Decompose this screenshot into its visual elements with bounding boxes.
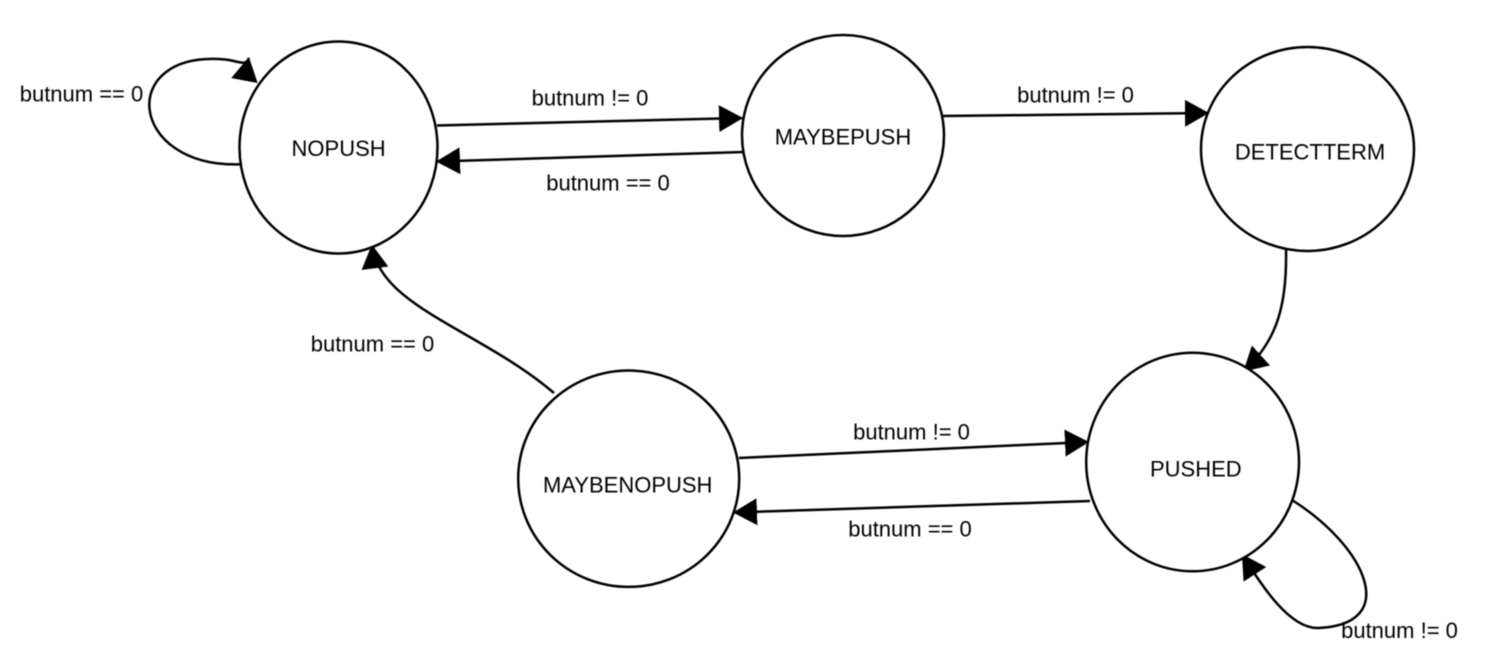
svg-text:MAYBEPUSH: MAYBEPUSH [775,124,912,149]
svg-text:DETECTTERM: DETECTTERM [1235,139,1385,164]
svg-text:butnum == 0: butnum == 0 [546,171,670,196]
svg-text:PUSHED: PUSHED [1150,457,1242,482]
svg-text:MAYBENOPUSH: MAYBENOPUSH [543,473,713,498]
svg-text:butnum == 0: butnum == 0 [20,82,144,107]
svg-text:butnum == 0: butnum == 0 [311,332,435,357]
svg-text:butnum != 0: butnum != 0 [1341,618,1458,643]
svg-text:butnum != 0: butnum != 0 [532,86,649,111]
svg-text:butnum != 0: butnum != 0 [1017,83,1134,108]
svg-text:butnum == 0: butnum == 0 [848,517,972,542]
svg-text:butnum != 0: butnum != 0 [853,420,970,445]
svg-text:NOPUSH: NOPUSH [292,136,386,161]
